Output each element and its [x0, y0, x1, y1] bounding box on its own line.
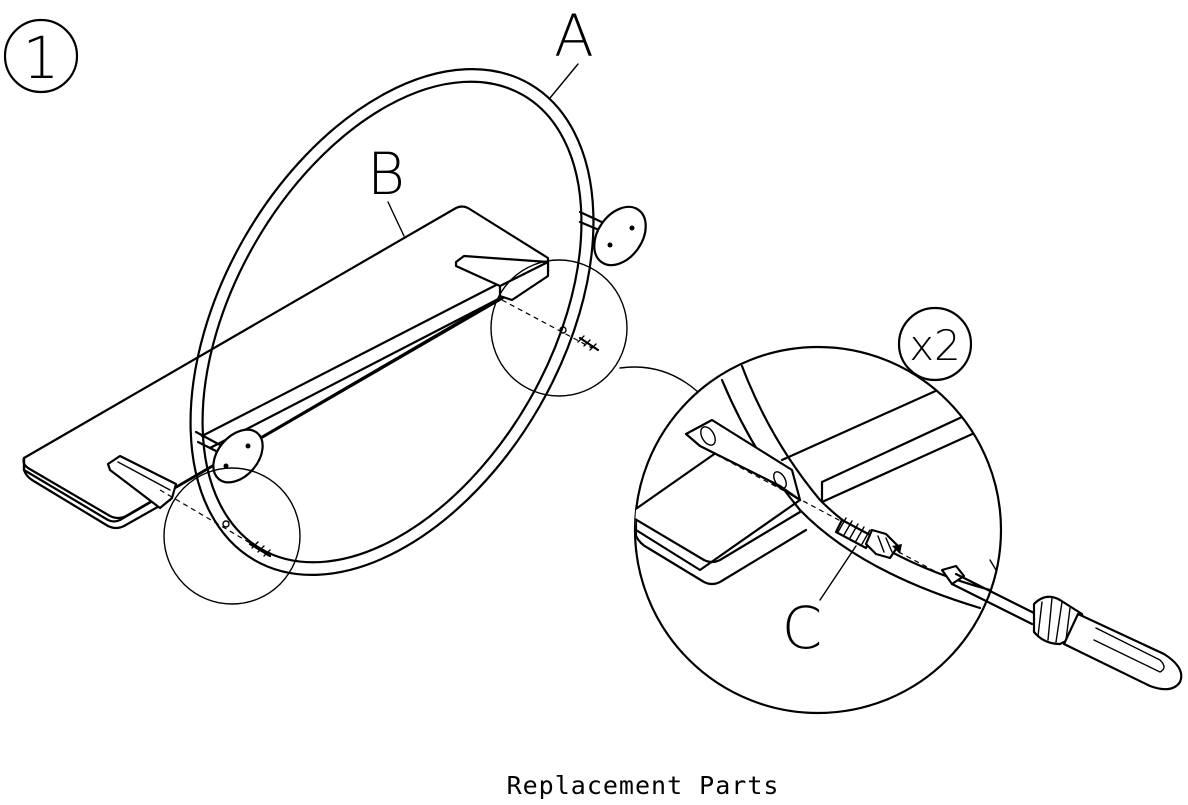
mag-ring-inner	[720, 378, 982, 610]
slot-left-inner	[117, 461, 171, 491]
detail-circle-left	[163, 467, 301, 605]
part-label-b: B	[367, 140, 405, 208]
part-label-c: C	[782, 594, 823, 662]
disc-left	[212, 428, 264, 484]
screw-path-right	[501, 299, 593, 349]
base-board	[22, 205, 550, 530]
ring-outer	[189, 68, 595, 576]
leader-a	[549, 63, 579, 99]
mag-rail	[780, 378, 992, 504]
disc-right	[593, 205, 647, 267]
board-top-edge	[22, 268, 550, 520]
mag-ring-outer	[740, 364, 992, 592]
screwdriver	[940, 559, 1183, 691]
detail-magnified	[633, 345, 1003, 715]
slot-left	[106, 454, 178, 510]
step-number: 1	[23, 24, 60, 92]
mag-board-front	[635, 518, 808, 586]
mag-board-edge	[635, 510, 802, 564]
quantity-label: x2	[909, 321, 961, 370]
handle-groove	[1093, 627, 1165, 673]
board-rail	[200, 280, 510, 450]
leader-b	[387, 201, 405, 237]
screwdriver-shaft	[950, 572, 1038, 626]
label-a-group: A	[549, 2, 594, 99]
quantity-badge: x2	[897, 306, 973, 382]
leader-c	[819, 545, 857, 601]
hole-left	[222, 520, 230, 528]
screw-small-right	[577, 335, 600, 352]
label-c-group: C	[782, 545, 857, 662]
detail-circle-right	[490, 259, 628, 397]
slot-right	[454, 254, 550, 302]
caption: Replacement Parts	[507, 771, 780, 800]
mount-disc-right	[578, 205, 647, 267]
hole-right	[559, 326, 567, 334]
screwdriver-tip	[940, 564, 966, 586]
screw-head	[864, 528, 900, 560]
screwdriver-handle	[1062, 612, 1183, 691]
label-b-group: B	[367, 140, 405, 237]
step-circle	[3, 18, 79, 94]
board-top-face	[22, 205, 550, 523]
quantity-circle	[897, 306, 973, 382]
screw-path-left	[159, 489, 263, 551]
step-badge: 1	[3, 18, 79, 94]
mount-disc-left	[194, 428, 264, 484]
screw-c	[834, 517, 902, 560]
detail-leader	[619, 366, 699, 393]
part-label-a: A	[554, 2, 594, 70]
screw-small-left	[248, 541, 272, 558]
board-front-edge	[22, 456, 172, 530]
